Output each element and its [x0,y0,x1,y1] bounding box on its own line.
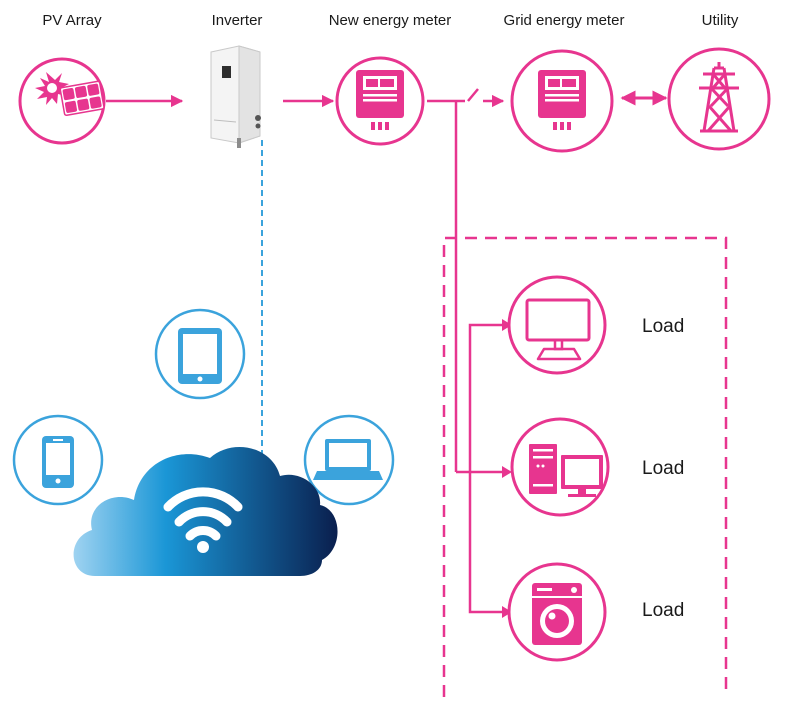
utility-node [667,47,771,151]
grid-energy-meter-node [510,49,614,153]
pv-array-label: PV Array [42,12,102,29]
tablet-icon [178,328,222,384]
laptop-node [303,414,395,506]
load-arrowhead-1 [502,319,512,331]
load-branch-lines [454,101,504,614]
grid-energy-meter-label: Grid energy meter [503,12,625,29]
solar-panel-icon [35,72,105,117]
laptop-icon [313,439,383,480]
load-label-2: Load [642,458,685,479]
load-node-monitor [507,275,607,375]
smartphone-node [12,414,104,506]
energy-meter-icon-grid [538,70,586,130]
load-label-3: Load [642,600,685,621]
breaker-switch [427,88,505,108]
monitor-icon [525,298,591,361]
new-energy-meter-node [335,56,425,146]
desktop-computer-icon [529,444,603,497]
load-arrowhead-2 [502,466,512,478]
load-node-washing-machine [507,562,607,662]
energy-meter-icon-new [356,70,404,130]
inverter-label: Inverter [211,12,263,29]
wifi-cloud-icon [73,446,338,576]
load-group-dashed-box [442,236,728,697]
utility-label: Utility [701,12,739,29]
wifi-symbol [163,487,243,541]
washing-machine-icon [532,583,582,645]
new-energy-meter-label: New energy meter [328,12,452,29]
load-arrowhead-3 [502,606,512,618]
load-label-1: Load [642,316,685,337]
pv-array-node [18,57,106,145]
transmission-tower-icon [699,62,739,133]
tablet-node [154,308,246,400]
load-node-computer [510,417,610,517]
inverter-icon [210,45,261,148]
smartphone-icon [42,436,74,488]
